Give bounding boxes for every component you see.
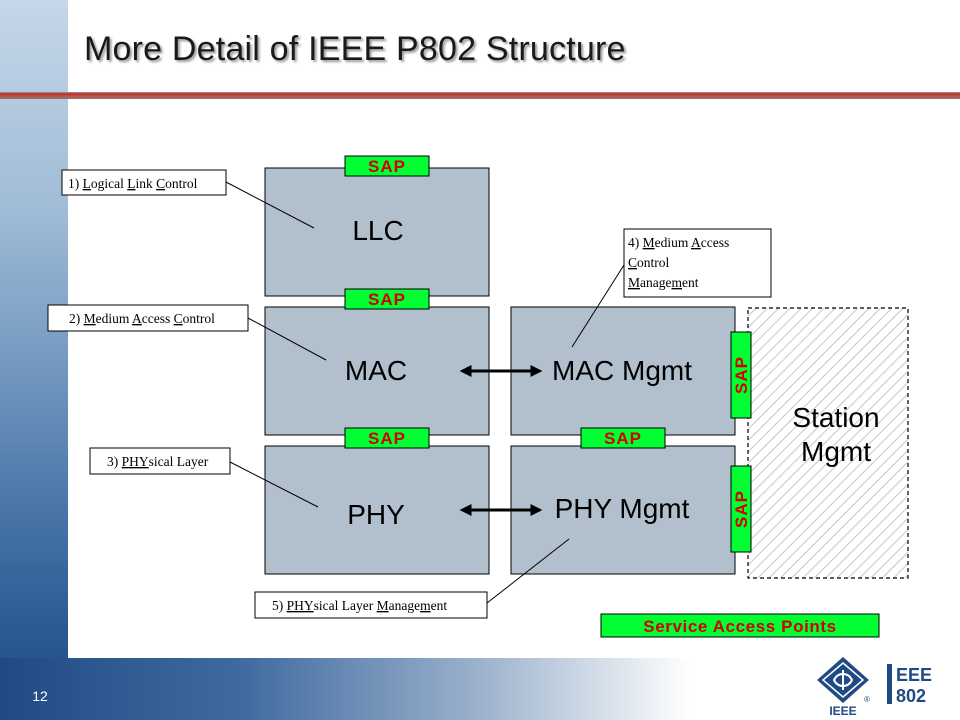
bottom-gradient-bar bbox=[0, 658, 960, 720]
station-mgmt-label-2: Mgmt bbox=[801, 436, 871, 467]
sap-llc-top: SAP bbox=[344, 155, 430, 177]
callout-4-box bbox=[623, 228, 772, 298]
callout-4-text-line-2: Control bbox=[628, 255, 670, 270]
phy-box bbox=[264, 445, 490, 575]
left-gradient-bar bbox=[0, 0, 68, 720]
callout-4-text-line-1: 4) Medium Access bbox=[628, 235, 729, 250]
ieee-logo: IEEE ® bbox=[814, 654, 872, 716]
svg-text:SAP: SAP bbox=[368, 157, 406, 176]
callout-4-text-line-3: Management bbox=[628, 275, 699, 290]
svg-text:SAP: SAP bbox=[368, 290, 406, 309]
callout-2-text: 2) Medium Access Control bbox=[69, 311, 215, 326]
callout-3-text: 3) PHYsical Layer bbox=[107, 454, 209, 469]
station-mgmt-area bbox=[747, 307, 909, 579]
callout-1-leader bbox=[225, 181, 315, 229]
station-mgmt-label-1: Station bbox=[792, 402, 879, 433]
sap-macmgmt-phymgmt: SAP bbox=[580, 427, 666, 449]
slide-title: More Detail of IEEE P802 Structure bbox=[84, 30, 626, 68]
mac-label: MAC bbox=[345, 355, 407, 386]
callout-1-box bbox=[61, 169, 227, 196]
callout-3-leader bbox=[229, 461, 319, 508]
llc-label: LLC bbox=[352, 215, 403, 246]
ieee-802-bottom-text: 802 bbox=[896, 686, 926, 706]
ieee-802-top-text: EEE bbox=[896, 665, 932, 685]
page-number: 12 bbox=[32, 688, 48, 704]
callout-5-text: 5) PHYsical Layer Management bbox=[272, 598, 447, 613]
phy-mgmt-label: PHY Mgmt bbox=[555, 493, 690, 524]
sap-phy-mgmt-station: SAP bbox=[730, 465, 752, 553]
callout-2-leader bbox=[247, 317, 327, 361]
callout-1-text: 1) Logical Link Control bbox=[68, 176, 198, 191]
sap-mac-phy: SAP bbox=[344, 427, 430, 449]
callout-5-leader bbox=[486, 538, 570, 604]
callout-5-box bbox=[254, 591, 488, 619]
callout-2-box bbox=[47, 304, 249, 332]
mac-mgmt-label: MAC Mgmt bbox=[552, 355, 692, 386]
phy-mgmt-box bbox=[510, 445, 736, 575]
svg-text:Service Access Points: Service Access Points bbox=[643, 617, 836, 636]
svg-text:SAP: SAP bbox=[732, 356, 751, 394]
legend-service-access-points: Service Access Points bbox=[600, 613, 880, 638]
sap-mac-mgmt-station: SAP bbox=[730, 331, 752, 419]
callout-4-leader bbox=[571, 264, 625, 348]
callout-3-box bbox=[89, 447, 231, 475]
ieee-802-logo: EEE 802 bbox=[884, 660, 946, 708]
ieee-wordmark: IEEE bbox=[829, 704, 856, 716]
svg-text:SAP: SAP bbox=[732, 490, 751, 528]
svg-text:SAP: SAP bbox=[368, 429, 406, 448]
phy-label: PHY bbox=[347, 499, 405, 530]
svg-text:SAP: SAP bbox=[604, 429, 642, 448]
sap-llc-mac: SAP bbox=[344, 288, 430, 310]
title-underline bbox=[0, 92, 960, 99]
registered-mark: ® bbox=[864, 695, 870, 704]
